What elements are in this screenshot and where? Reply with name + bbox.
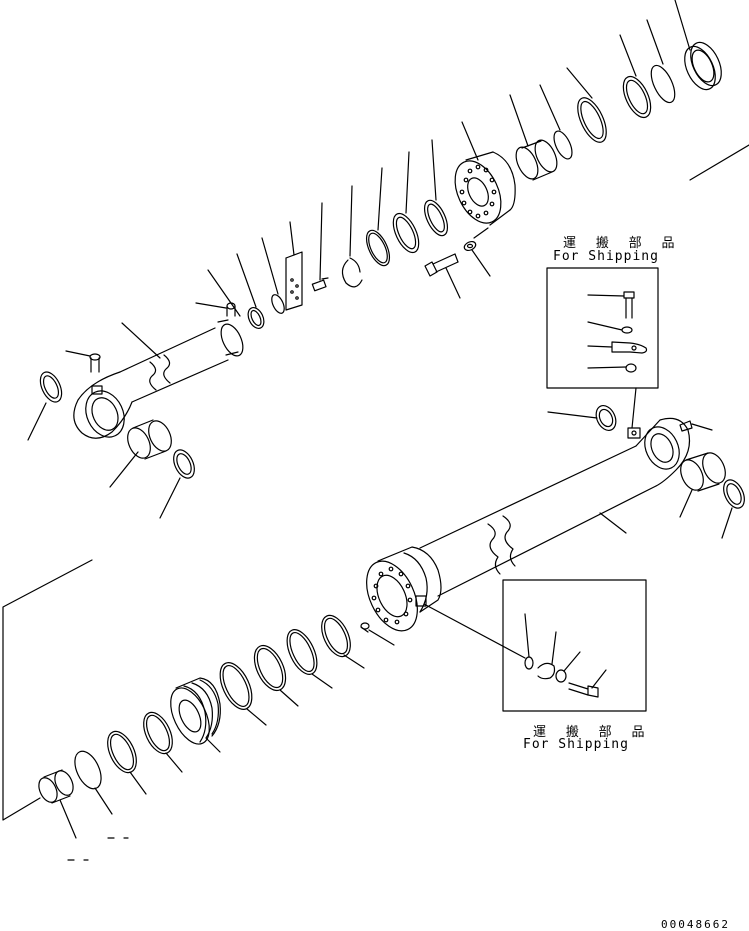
part-ring-top-8 <box>365 229 391 267</box>
part-pin <box>311 277 329 292</box>
leader <box>619 34 637 77</box>
leader <box>261 237 279 295</box>
shipping-label-jp-top: 運 搬 部 品 <box>563 236 681 251</box>
part-ring-piston-5 <box>143 711 173 755</box>
leader <box>405 151 410 214</box>
leader <box>674 0 691 51</box>
part-piston <box>170 677 221 745</box>
leader <box>94 787 113 815</box>
part-snap-ring-top <box>341 257 363 288</box>
part-ring-tube-right <box>723 479 745 509</box>
part-ring-rod-eye <box>173 449 195 479</box>
part-bolt-top <box>424 253 459 277</box>
leader <box>423 603 526 659</box>
leader <box>509 94 529 147</box>
part-ring-top-1 <box>684 41 722 91</box>
part-ring-top-2 <box>650 64 676 104</box>
part-ring-piston-3 <box>253 644 287 692</box>
part-grease-nipple-tube <box>679 420 693 432</box>
leader <box>159 477 181 519</box>
leader <box>129 771 147 795</box>
part-ring-piston-7 <box>74 750 102 790</box>
part-set-screw <box>360 622 370 633</box>
part-dust-seal-left <box>39 371 63 403</box>
leader <box>547 411 598 419</box>
part-cylinder-head <box>454 151 516 226</box>
part-rod-eye <box>73 371 133 439</box>
leader <box>246 708 267 726</box>
part-ring-top-3 <box>622 75 652 119</box>
leader <box>343 654 365 669</box>
bottom-left-bracket <box>2 559 93 821</box>
part-bushing-rod-eye <box>127 419 172 460</box>
part-ring-small-2 <box>247 307 265 329</box>
leader <box>59 799 77 839</box>
part-bushing-tube <box>680 452 726 492</box>
leader <box>691 423 713 431</box>
shipping-label-en-bottom: For Shipping <box>523 737 629 752</box>
leader <box>471 249 491 277</box>
shipping-label-en-top: For Shipping <box>553 249 659 264</box>
part-ring-top-5 <box>553 130 573 160</box>
leader <box>205 737 221 753</box>
part-ring-piston-2 <box>286 629 318 675</box>
leader <box>349 185 353 257</box>
part-ring-top-6 <box>423 199 449 237</box>
leader <box>319 202 323 281</box>
part-ring-piston-1 <box>321 614 351 658</box>
leader <box>566 67 593 99</box>
leader <box>539 84 561 131</box>
part-piston-rod <box>119 319 244 403</box>
part-ring-tube-eye <box>595 405 617 431</box>
drawing-code: 00048662 <box>661 918 730 931</box>
part-shim-plate <box>285 251 303 311</box>
leader <box>27 402 47 441</box>
leader <box>431 139 437 201</box>
shipping-box-bottom <box>502 579 647 712</box>
top-right-bracket <box>689 144 749 181</box>
leader <box>368 629 395 646</box>
leader <box>721 507 733 539</box>
leader <box>679 489 693 518</box>
leader <box>236 253 257 308</box>
leader <box>121 322 161 359</box>
leader <box>445 267 461 299</box>
part-ring-top-7 <box>392 212 420 254</box>
leader <box>289 221 295 256</box>
leader <box>473 227 489 239</box>
leader <box>377 167 383 231</box>
part-washer-top <box>463 240 477 252</box>
shipping-box-top <box>546 267 659 429</box>
part-ring-top-4 <box>577 97 607 143</box>
leader <box>279 689 299 707</box>
part-cylinder-tube <box>419 445 657 597</box>
part-bushing-top <box>515 139 558 181</box>
leader <box>646 19 664 65</box>
leader <box>165 752 183 773</box>
leader <box>195 302 227 309</box>
part-grease-nipple-top <box>226 302 236 317</box>
shipping-label-jp-bottom: 運 搬 部 品 <box>533 725 651 740</box>
part-ring-small-1 <box>271 294 285 314</box>
part-collar <box>38 769 74 804</box>
part-grease-nipple-eye <box>89 353 101 373</box>
leader <box>65 350 91 357</box>
part-tube-eye <box>627 417 691 487</box>
leader <box>461 121 479 161</box>
leader <box>311 673 333 689</box>
part-tube-head <box>366 546 442 632</box>
leader <box>109 451 139 488</box>
part-ring-piston-6 <box>107 730 137 774</box>
